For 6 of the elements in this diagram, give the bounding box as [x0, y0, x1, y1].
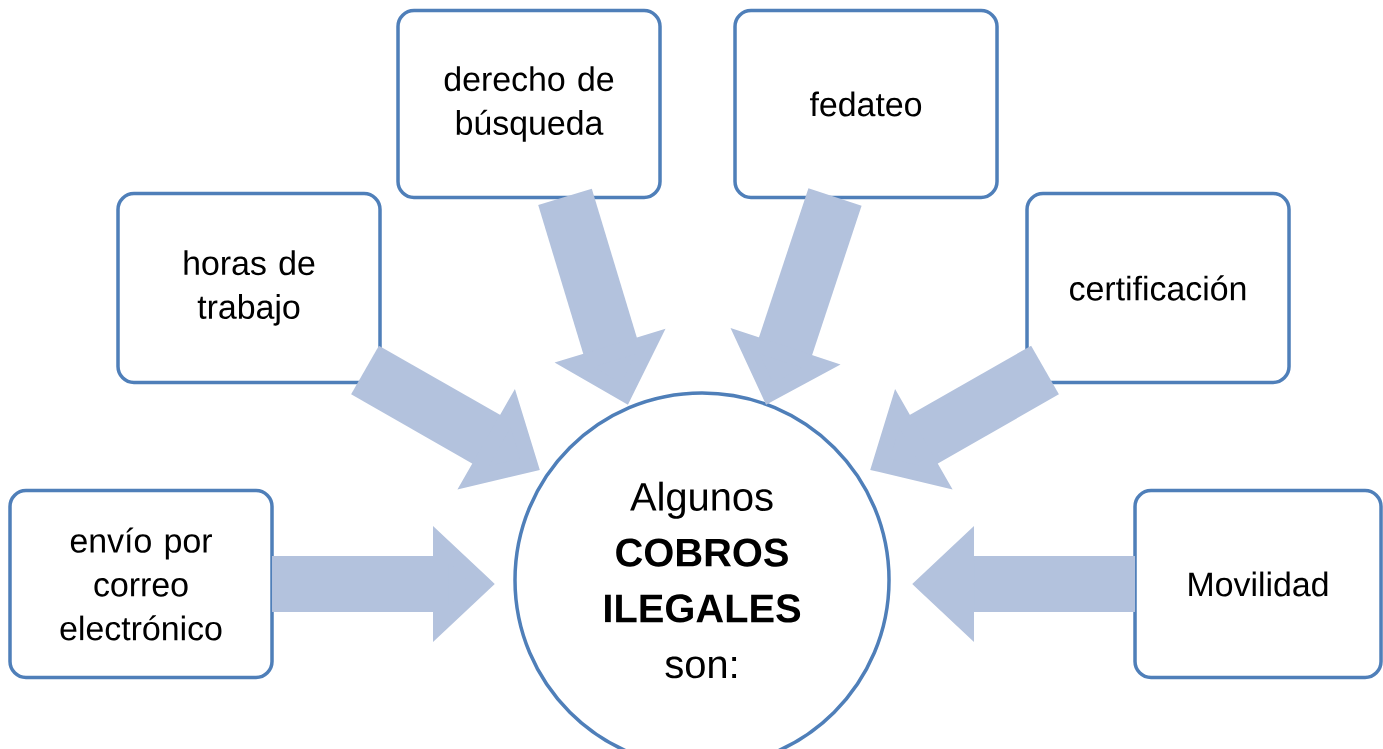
process-box: fedateo: [733, 8, 999, 200]
process-box: Movilidad: [1133, 488, 1383, 680]
process-box: envío por correo electrónico: [8, 488, 274, 680]
process-box: certificación: [1025, 191, 1291, 385]
process-box: horas de trabajo: [116, 191, 382, 385]
process-box: derecho de búsqueda: [396, 8, 662, 200]
